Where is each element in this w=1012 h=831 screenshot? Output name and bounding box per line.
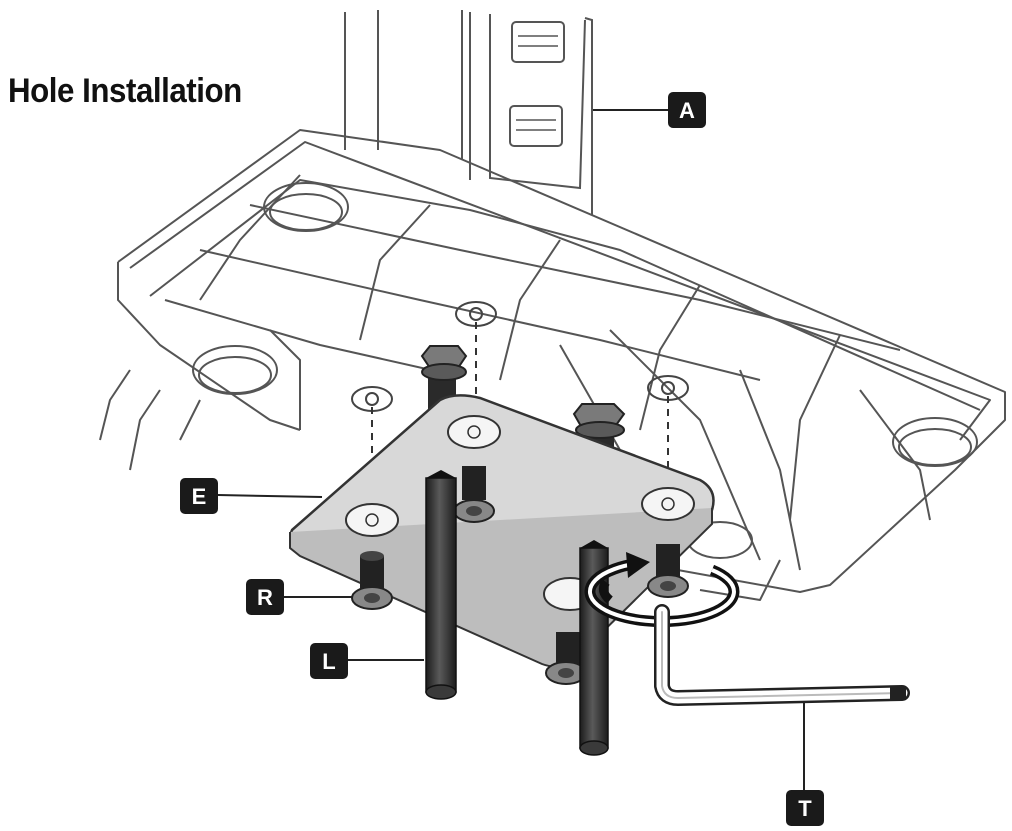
- screw-right: [647, 544, 689, 598]
- slot-top: [511, 21, 565, 63]
- plate-hole-right: [641, 487, 695, 521]
- label-e: E: [192, 484, 207, 509]
- label-a: A: [679, 98, 695, 123]
- rods-l: [425, 470, 609, 756]
- plate-hole-left: [345, 503, 399, 537]
- label-r: R: [257, 585, 273, 610]
- label-badge-e: E: [180, 478, 218, 514]
- label-badge-a: A: [668, 92, 706, 128]
- foot-pad-right: [892, 417, 978, 467]
- page-title: Hole Installation: [8, 72, 242, 110]
- slot-bottom: [509, 105, 563, 147]
- leader-lines: [217, 109, 805, 790]
- screw-left: [351, 551, 393, 610]
- label-t: T: [798, 796, 812, 821]
- foot-pad-back: [263, 182, 349, 232]
- base-frame: [99, 129, 1006, 601]
- column-part-a: [344, 10, 593, 215]
- label-badge-l: L: [310, 643, 348, 679]
- label-badge-r: R: [246, 579, 284, 615]
- screw-top: [453, 466, 495, 523]
- label-badge-t: T: [786, 790, 824, 826]
- foot-pad-left: [192, 345, 278, 395]
- plate-hole-top: [447, 415, 501, 449]
- screws-r: [351, 466, 689, 685]
- label-l: L: [322, 649, 335, 674]
- allen-key-t: [654, 604, 910, 706]
- rotation-arrow-icon: [584, 552, 740, 628]
